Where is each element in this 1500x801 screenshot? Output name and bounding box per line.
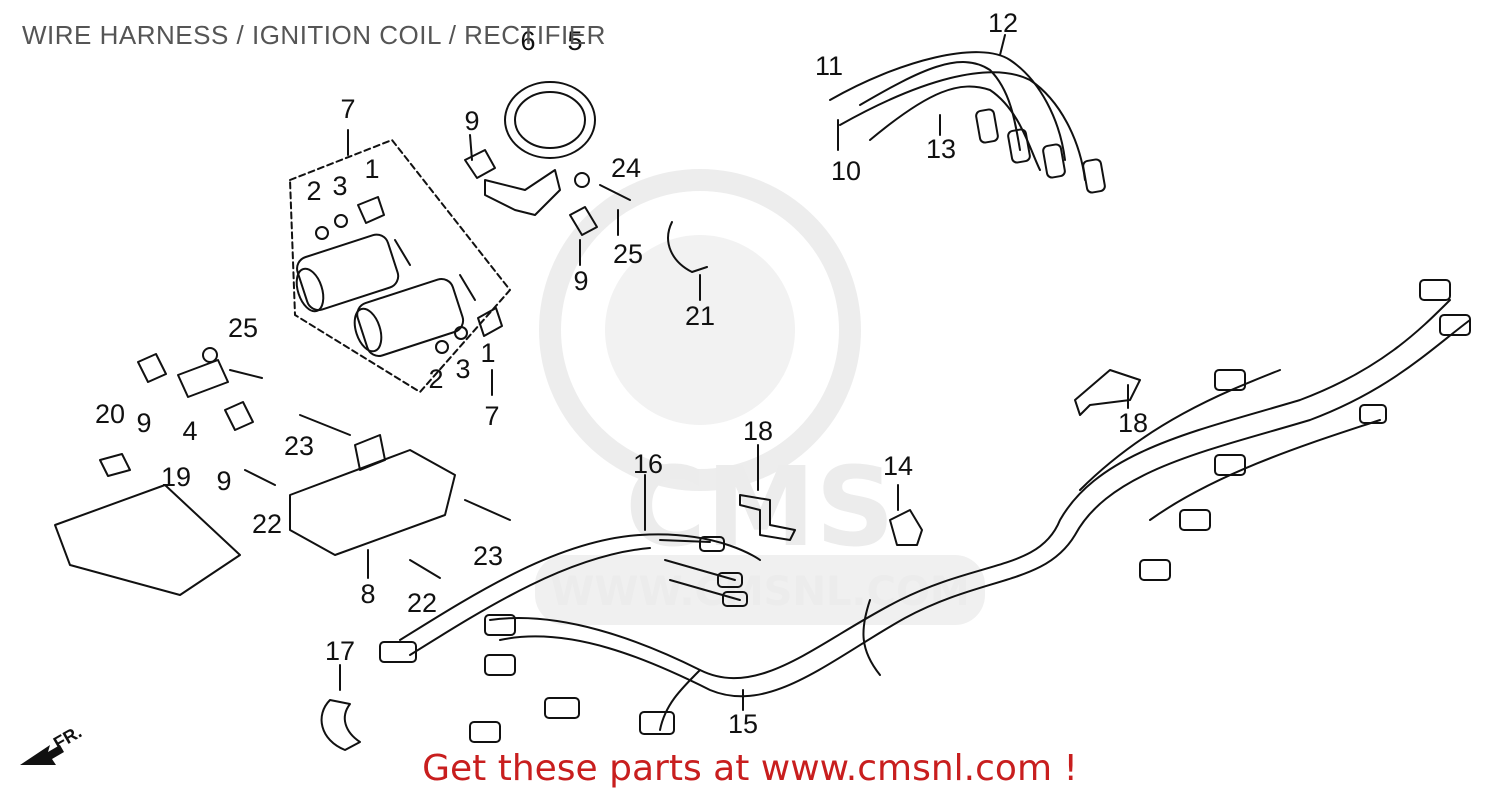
callout-25-b: 25 bbox=[228, 313, 258, 343]
watermark-logo-text: CMS bbox=[625, 443, 894, 571]
callout-1: 1 bbox=[364, 154, 379, 184]
callout-3: 3 bbox=[332, 171, 347, 201]
callout-24: 24 bbox=[611, 153, 641, 183]
callout-23-b: 23 bbox=[473, 541, 503, 571]
ignition-coil-assembly bbox=[289, 139, 511, 393]
callout-7: 7 bbox=[340, 94, 355, 124]
coil-band-bracket bbox=[464, 81, 631, 236]
callout-23: 23 bbox=[284, 431, 314, 461]
rectifier-bracket bbox=[99, 347, 263, 477]
callout-17: 17 bbox=[325, 636, 355, 666]
watermark-logo: CMS WWW.CMSNL.COM bbox=[535, 169, 985, 625]
callout-3-lower: 3 bbox=[455, 354, 470, 384]
callout-20: 20 bbox=[95, 399, 125, 429]
callout-18-b: 18 bbox=[1118, 408, 1148, 438]
callout-5: 5 bbox=[567, 26, 582, 56]
clamp-17 bbox=[320, 699, 361, 751]
clamp-21 bbox=[667, 221, 708, 273]
clip-18 bbox=[1074, 369, 1141, 416]
callout-21: 21 bbox=[685, 301, 715, 331]
callout-9-d: 9 bbox=[216, 466, 231, 496]
callout-11: 11 bbox=[815, 51, 843, 81]
callout-labels: 7 1 2 3 1 2 3 7 9 6 5 24 25 9 21 11 12 1… bbox=[95, 8, 1148, 739]
promo-banner[interactable]: Get these parts at www.cmsnl.com ! bbox=[422, 748, 1078, 789]
spark-plug-leads bbox=[829, 51, 1106, 194]
callout-25: 25 bbox=[613, 239, 643, 269]
watermark-url-text: WWW.CMSNL.COM bbox=[550, 569, 970, 615]
clip-14 bbox=[889, 509, 923, 546]
cover-19 bbox=[54, 484, 241, 596]
page-title: WIRE HARNESS / IGNITION COIL / RECTIFIER bbox=[22, 20, 606, 50]
callout-10: 10 bbox=[831, 156, 861, 186]
callout-4: 4 bbox=[182, 416, 197, 446]
callout-9-b: 9 bbox=[573, 266, 588, 296]
callout-8: 8 bbox=[360, 579, 375, 609]
callout-2: 2 bbox=[306, 176, 321, 206]
rectifier-8 bbox=[244, 414, 511, 579]
clip-16 bbox=[739, 494, 796, 541]
callout-7-lower: 7 bbox=[484, 401, 499, 431]
callout-1-lower: 1 bbox=[480, 338, 495, 368]
callout-6: 6 bbox=[520, 26, 535, 56]
callout-9: 9 bbox=[464, 106, 479, 136]
callout-13: 13 bbox=[926, 134, 956, 164]
callout-22: 22 bbox=[252, 509, 282, 539]
callout-18: 18 bbox=[743, 416, 773, 446]
callout-22-b: 22 bbox=[407, 588, 437, 618]
callout-15: 15 bbox=[728, 709, 758, 739]
callout-2-lower: 2 bbox=[428, 364, 443, 394]
callout-16: 16 bbox=[633, 449, 663, 479]
callout-19: 19 bbox=[161, 462, 191, 492]
callout-9-c: 9 bbox=[136, 408, 151, 438]
callout-12: 12 bbox=[988, 8, 1018, 38]
callout-14: 14 bbox=[883, 451, 913, 481]
wire-harness-15 bbox=[379, 279, 1471, 743]
